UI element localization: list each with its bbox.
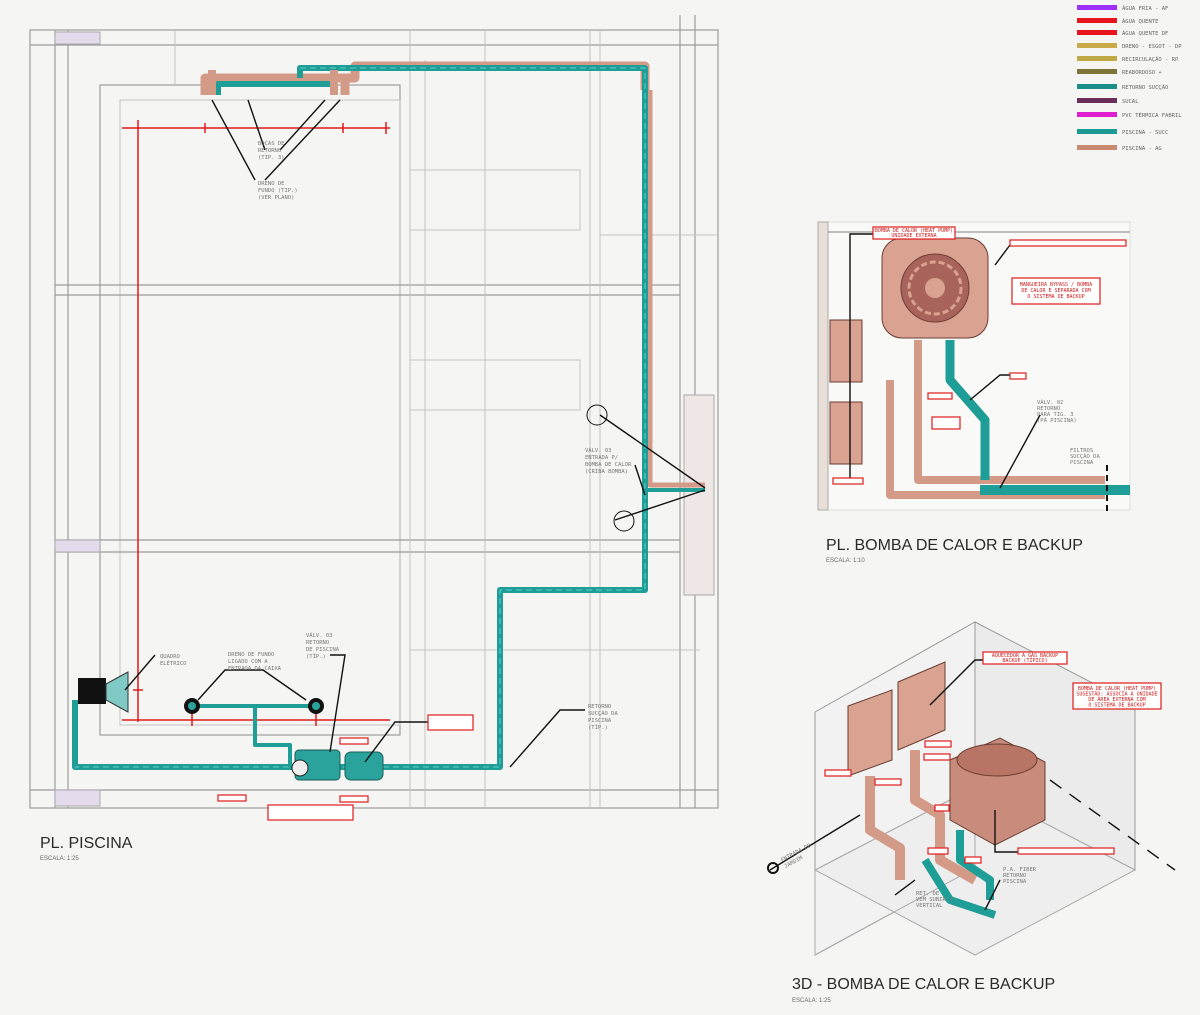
copper-pipes [200, 61, 705, 488]
legend-label: ÁGUA FRIA - AF [1122, 5, 1168, 12]
3d-view-scale: ESCALA: 1:25 [792, 998, 831, 1004]
legend-swatch [1077, 30, 1117, 35]
backup-heater [829, 401, 863, 465]
svg-text:BOMBA DE CALOR (HEAT PUMP)UNID: BOMBA DE CALOR (HEAT PUMP)UNIDADE EXTERN… [875, 228, 953, 239]
red-tag [1011, 277, 1101, 305]
backup-heater [847, 689, 893, 777]
red-tag [927, 392, 953, 400]
backup-heater [829, 319, 863, 383]
red-tag [982, 651, 1068, 665]
red-tag [832, 477, 864, 485]
legend-label: RECIRCULAÇÃO - RP [1122, 56, 1179, 63]
legend-label: REABORDOSO + [1122, 70, 1162, 76]
legend-label: PISCINA - SUCC [1122, 130, 1168, 136]
pipe-legend: ÁGUA FRIA - AF ÁGUA QUENTE ÁGUA QUENTE DF D… [1077, 5, 1182, 152]
red-tag [872, 226, 956, 240]
red-tag [427, 714, 474, 731]
legend-label: RETORNO SUCÇÃO [1122, 84, 1168, 91]
legend-label: SUCAL [1122, 99, 1139, 105]
electric-panel [78, 678, 106, 704]
red-tag [874, 778, 902, 786]
red-tag [1009, 372, 1027, 380]
legend-swatch [1077, 98, 1117, 103]
red-tag [924, 740, 952, 748]
legend-label: PISCINA - AG [1122, 146, 1162, 152]
pool-plan-title: PL. PISCINA [40, 835, 133, 852]
pipe-inlet-icon [767, 862, 779, 874]
red-tag [339, 737, 369, 745]
heat-pump-plan: BOMBA DE CALOR (HEAT PUMP)UNIDADE EXTERN… [817, 221, 1131, 564]
pool-plan-scale: ESCALA: 1:25 [40, 856, 79, 862]
red-tag [923, 753, 951, 761]
red-tag [927, 847, 949, 855]
red-tag [824, 769, 852, 777]
legend-swatch [1077, 43, 1117, 48]
backup-heater [897, 661, 946, 751]
pressure-gauge [291, 759, 309, 777]
heat-plan-scale: ESCALA: 1:10 [826, 558, 865, 564]
pool-pump [344, 751, 384, 781]
svg-text:ENTRADA DOJARDIM: ENTRADA DOJARDIM [780, 843, 815, 870]
legend-swatch [1077, 145, 1117, 150]
red-tag [1072, 682, 1162, 710]
red-tag [267, 804, 354, 821]
legend-label: PVC TÉRMICA FABRIL [1122, 111, 1182, 119]
walls [29, 15, 719, 809]
legend-swatch [1077, 5, 1117, 10]
3d-view-title: 3D - BOMBA DE CALOR E BACKUP [792, 976, 1055, 993]
heat-plan-title: PL. BOMBA DE CALOR E BACKUP [826, 537, 1083, 554]
legend-swatch [1077, 69, 1117, 74]
red-tag [931, 416, 961, 430]
legend-label: ÁGUA QUENTE [1122, 18, 1158, 25]
legend-label: ÁGUA QUENTE DF [1122, 30, 1168, 37]
legend-swatch [1077, 18, 1117, 23]
legend-swatch [1077, 84, 1117, 89]
legend-swatch [1077, 56, 1117, 61]
red-tag [934, 804, 950, 812]
legend-label: DRENO - ESGOT - DP [1122, 44, 1182, 50]
svg-text:BOMBA DE CALOR (HEAT PUMP)SUGE: BOMBA DE CALOR (HEAT PUMP)SUGESTÃO: ASSO… [1076, 686, 1157, 709]
red-tag [964, 856, 982, 864]
red-tag [1009, 239, 1127, 247]
legend-swatch [1077, 112, 1117, 117]
red-tag [1017, 847, 1115, 855]
red-tag [217, 794, 247, 802]
leaders [124, 99, 706, 768]
legend-swatch [1077, 129, 1117, 134]
red-tag [339, 795, 369, 803]
dimension-lines [122, 120, 390, 726]
equipment [78, 70, 384, 781]
